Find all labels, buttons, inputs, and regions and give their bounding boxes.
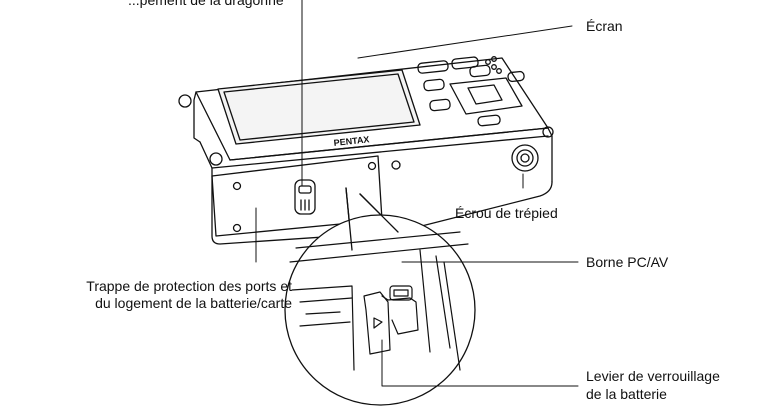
tripod-socket	[511, 144, 539, 172]
label-door-line2: du logement de la batterie/carte	[95, 295, 292, 311]
control-buttons	[417, 56, 525, 127]
label-screen: Écran	[586, 18, 623, 34]
label-lever-line1: Levier de verrouillage	[586, 368, 720, 384]
label-pc-av: Borne PC/AV	[586, 254, 669, 270]
inset-details	[289, 231, 469, 371]
lcd-screen	[217, 69, 421, 145]
leader-lines	[255, 0, 579, 387]
brand-logo: PENTAX	[333, 134, 370, 148]
strap-lug	[294, 179, 316, 215]
label-strap: ...pement de la dragonne	[128, 0, 284, 8]
label-door-line1: Trappe de protection des ports et	[86, 278, 292, 294]
leader-screen	[357, 25, 573, 59]
label-tripod: Écrou de trépied	[455, 205, 558, 221]
svg-text:PENTAX: PENTAX	[333, 134, 370, 148]
leader-lever	[381, 339, 579, 387]
label-lever-line2: de la batterie	[586, 386, 667, 402]
